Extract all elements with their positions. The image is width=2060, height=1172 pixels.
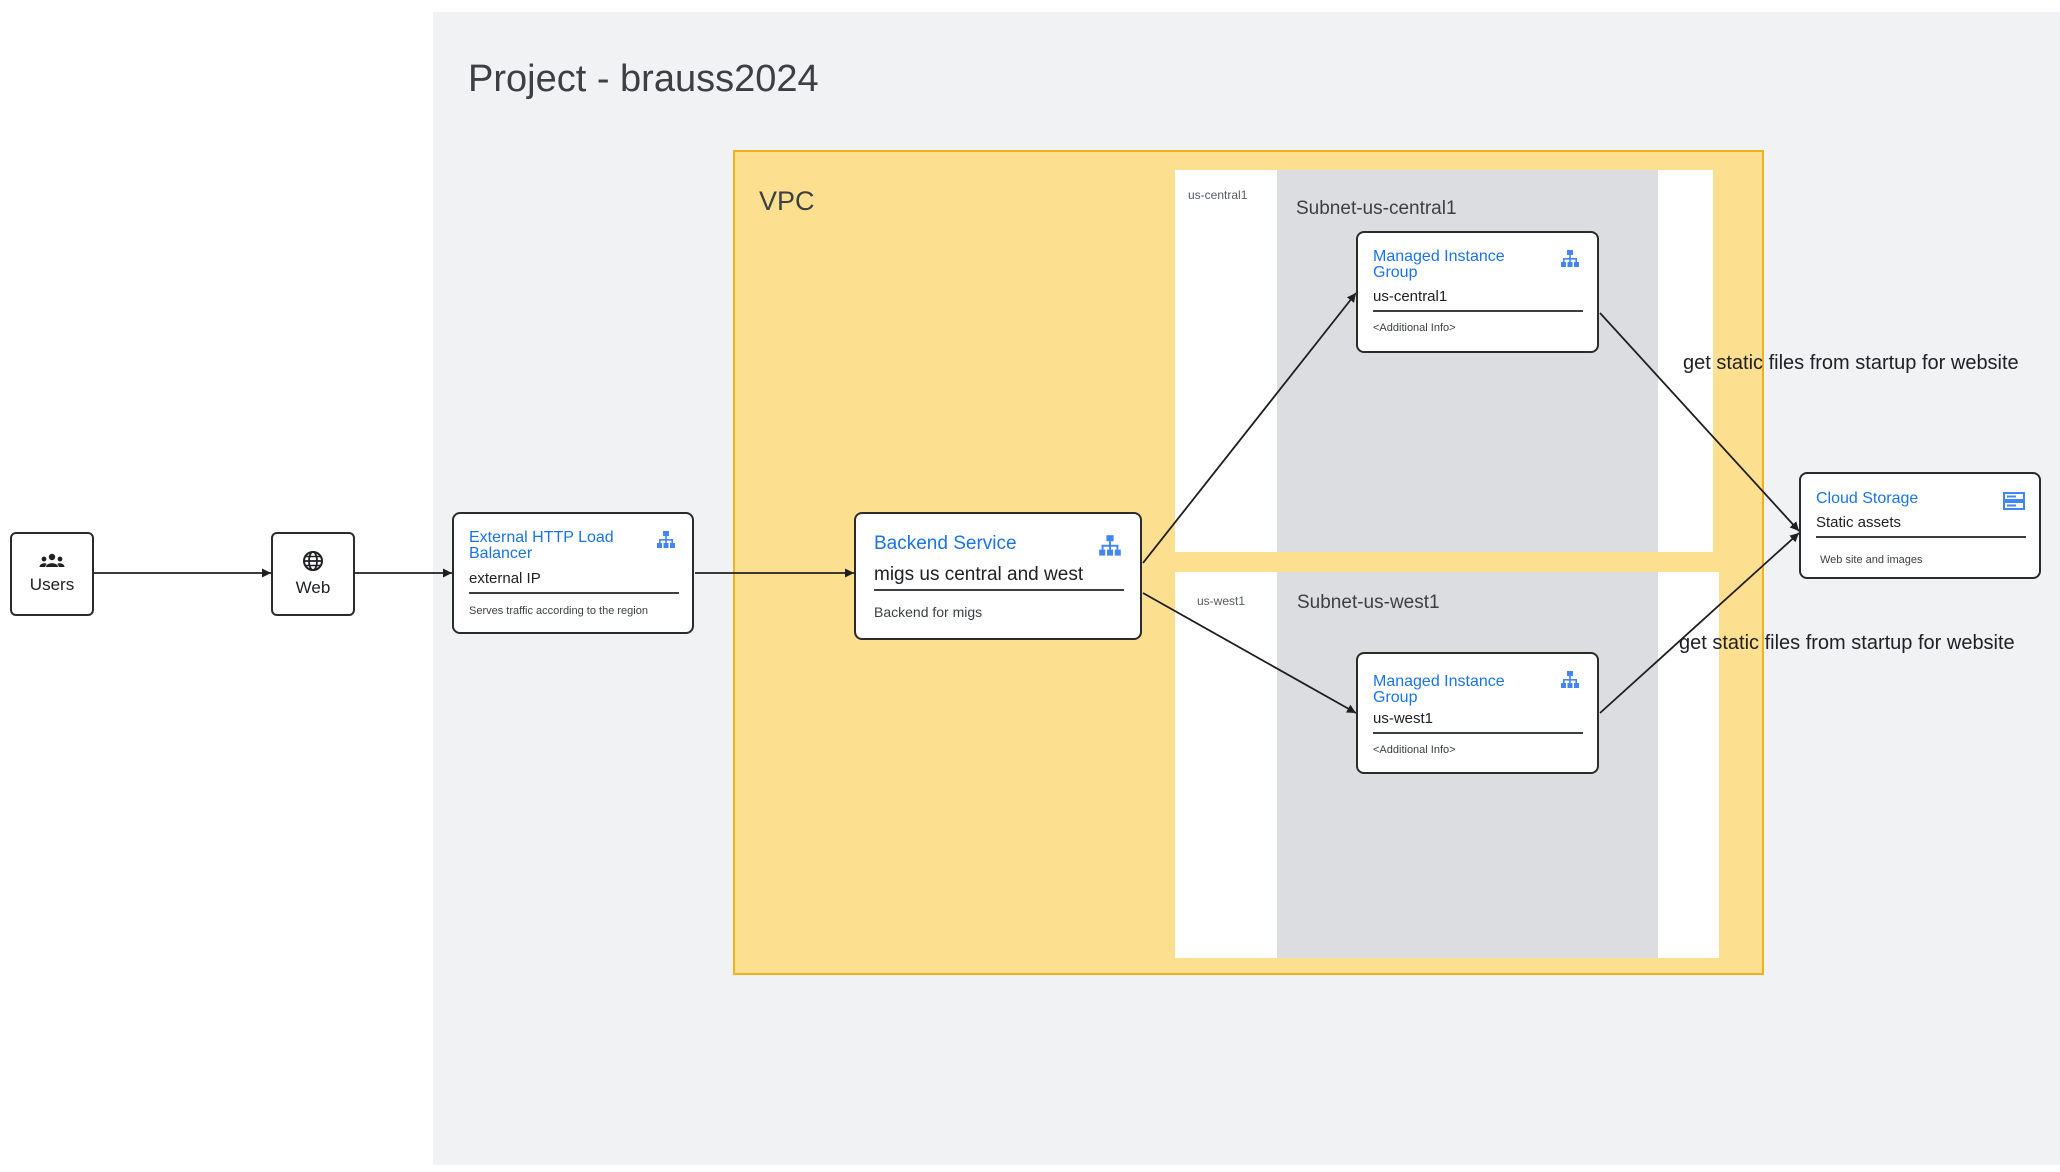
subnet-title-us-central1: Subnet-us-central1 [1296,198,1457,219]
cloud-storage-info: Web site and images [1820,554,1923,566]
backend-service-icon [1099,535,1121,556]
load-balancer-info: Serves traffic according to the region [469,605,648,617]
web-node[interactable]: Web [271,532,355,616]
mig-central-card[interactable]: Managed Instance Group us-central1 <Addi… [1356,231,1599,353]
region-label-us-west1: us-west1 [1197,594,1246,608]
mig-central-title: Managed Instance Group [1373,248,1505,282]
edge-label-central-storage: get static files from startup for websit… [1683,352,2019,374]
load-balancer-subtitle: external IP [469,570,541,587]
backend-service-card[interactable]: Backend Service migs us central and west… [854,512,1142,640]
instance-group-icon [1561,671,1579,688]
users-icon [39,553,65,567]
edge-label-west-storage: get static files from startup for websit… [1679,632,2015,654]
backend-service-subtitle: migs us central and west [874,564,1084,585]
edge-mig-west-storage [1599,532,1800,714]
region-label-us-central1: us-central1 [1188,188,1248,202]
edge-mig-central-storage [1599,312,1800,532]
backend-service-divider [874,589,1124,591]
globe-icon [303,551,323,571]
mig-central-info: <Additional Info> [1373,322,1456,334]
mig-west-divider [1373,732,1583,734]
edge-backend-mig-west [1142,592,1357,714]
load-balancer-card[interactable]: External HTTP Load Balancer external IP … [452,512,694,634]
cloud-storage-icon [2003,492,2025,510]
mig-central-subtitle: us-central1 [1373,288,1448,305]
mig-west-title: Managed Instance Group [1373,673,1505,707]
backend-service-info: Backend for migs [874,604,983,620]
web-label: Web [295,578,331,597]
instance-group-icon [1561,250,1579,267]
cloud-storage-divider [1816,536,2026,538]
users-label: Users [29,575,75,594]
users-node[interactable]: Users [10,532,94,616]
load-balancer-title: External HTTP Load Balancer [469,529,614,563]
cloud-storage-card[interactable]: Cloud Storage Static assets Web site and… [1799,472,2041,579]
subnet-title-us-west1: Subnet-us-west1 [1297,592,1440,613]
edge-backend-mig-central [1142,292,1357,564]
load-balancer-divider [469,592,679,594]
load-balancer-icon [657,531,675,548]
vpc-title: VPC [759,186,815,216]
mig-west-info: <Additional Info> [1373,744,1456,756]
mig-central-divider [1373,310,1583,312]
mig-west-subtitle: us-west1 [1373,710,1434,727]
project-title: Project - brauss2024 [468,58,819,100]
cloud-storage-subtitle: Static assets [1816,514,1902,531]
cloud-storage-title: Cloud Storage [1816,490,1919,507]
backend-service-title: Backend Service [874,533,1017,554]
mig-west-card[interactable]: Managed Instance Group us-west1 <Additio… [1356,652,1599,774]
